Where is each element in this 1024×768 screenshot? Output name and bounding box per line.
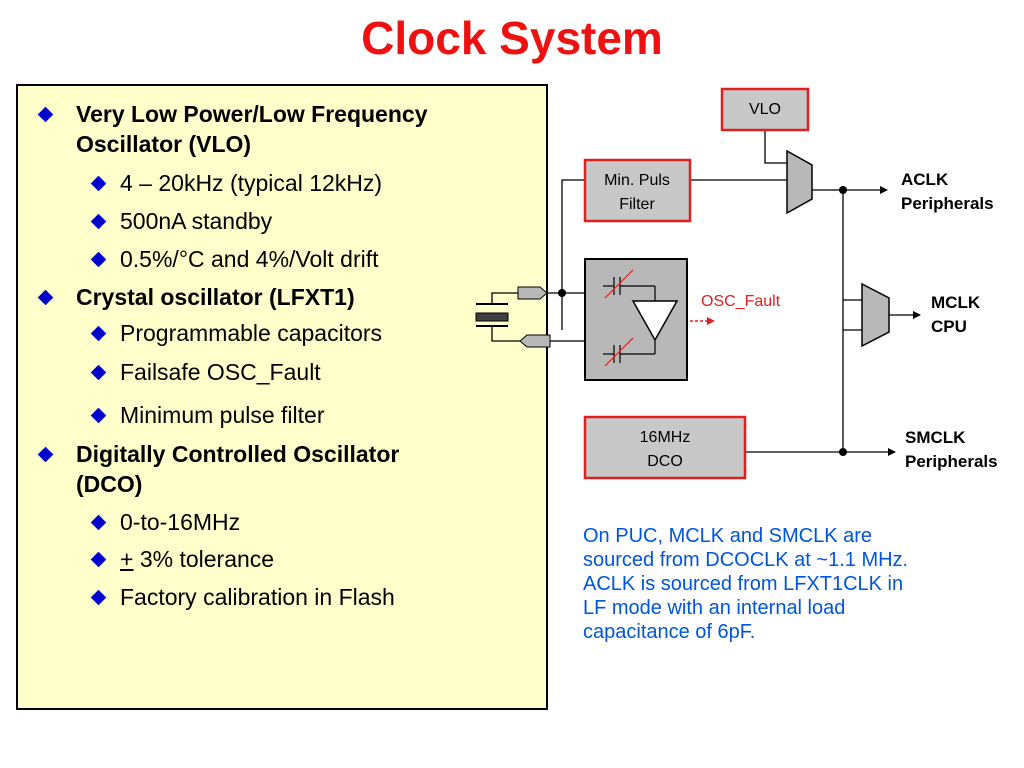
bullet-vlo: Very Low Power/Low Frequency	[76, 101, 428, 127]
bullet-dco-cont: (DCO)	[76, 471, 143, 497]
junction-dot	[839, 186, 847, 194]
smclk-peripherals-label: Peripherals	[905, 452, 998, 471]
sub-dco-tolerance: + 3% tolerance	[120, 545, 274, 573]
sub-vlo-freq: 4 – 20kHz (typical 12kHz)	[120, 170, 383, 196]
smclk-label: SMCLK	[905, 428, 966, 447]
aclk-mux-icon	[786, 149, 813, 215]
sub-lfxt1-failsafe: Failsafe OSC_Fault	[120, 359, 321, 385]
junction-dot	[839, 448, 847, 456]
oscillator-internals	[603, 269, 656, 367]
aclk-peripherals-label: Peripherals	[901, 194, 994, 213]
sub-vlo-drift: 0.5%/°C and 4%/Volt drift	[120, 246, 379, 272]
junction-dot	[558, 289, 566, 297]
note-line: capacitance of 6pF.	[583, 621, 756, 643]
sub-dco-range: 0-to-16MHz	[120, 509, 241, 535]
min-puls-filter-box	[583, 158, 692, 223]
sub-dco-calibration: Factory calibration in Flash	[120, 584, 395, 610]
note-line: LF mode with an internal load	[583, 597, 846, 619]
filter-label: Filter	[619, 196, 655, 213]
slide-title: Clock System	[361, 12, 663, 64]
bullet-dco: Digitally Controlled Oscillator	[76, 441, 400, 467]
lfxt1-oscillator-box	[584, 258, 688, 381]
sub-lfxt1-caps: Programmable capacitors	[120, 320, 383, 346]
wires	[491, 130, 921, 456]
osc-fault-label: OSC_Fault	[701, 293, 781, 310]
vlo-label: VLO	[749, 101, 781, 118]
dco-label: DCO	[647, 453, 683, 470]
mclk-cpu-label: CPU	[931, 317, 967, 336]
mclk-mux-icon	[861, 282, 890, 348]
plus-minus-sign: +	[120, 546, 134, 572]
aclk-label: ACLK	[901, 170, 949, 189]
puc-note: On PUC, MCLK and SMCLK are sourced from …	[583, 524, 1013, 644]
vlo-box	[720, 87, 810, 132]
sub-lfxt1-filter: Minimum pulse filter	[120, 402, 325, 428]
mclk-label: MCLK	[931, 293, 981, 312]
tolerance-text: 3% tolerance	[139, 546, 275, 572]
bullet-lfxt1: Crystal oscillator (LFXT1)	[76, 284, 355, 310]
note-line: On PUC, MCLK and SMCLK are	[583, 525, 872, 547]
bullet-vlo-cont: Oscillator (VLO)	[76, 131, 252, 157]
note-line: sourced from DCOCLK at ~1.1 MHz.	[583, 549, 909, 571]
dco-freq-label: 16MHz	[640, 429, 691, 446]
note-line: ACLK is sourced from LFXT1CLK in	[583, 573, 904, 595]
feature-panel	[16, 84, 548, 710]
sub-vlo-standby: 500nA standby	[120, 208, 273, 234]
amplifier-icon	[631, 300, 679, 342]
dco-box	[583, 415, 747, 480]
min-puls-label: Min. Puls	[604, 172, 670, 189]
